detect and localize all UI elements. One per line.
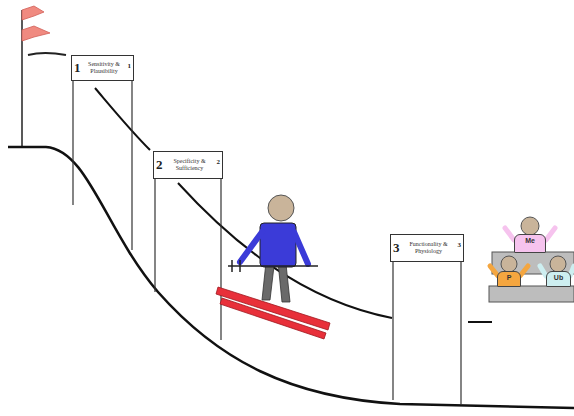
spectator-shirt: Me (514, 234, 546, 253)
gate-number: 2 (156, 157, 163, 173)
gate-number: 1 (128, 62, 132, 70)
hill-outline (8, 147, 574, 408)
flag (22, 26, 50, 41)
sign-pole (131, 80, 132, 250)
gate-number: 1 (74, 60, 81, 76)
skier (216, 195, 330, 339)
spectator-shirt: Ub (546, 271, 571, 287)
slope-track (468, 321, 492, 323)
gate-number: 3 (458, 241, 462, 249)
gate-sign: 1Sensitivity & Plausibility1 (71, 55, 134, 81)
gate-label: Sensitivity & Plausibility (83, 61, 126, 75)
gate-sign: 3Functionality & Physiology3 (390, 234, 464, 262)
gate-number: 2 (217, 158, 221, 166)
gate-label: Functionality & Physiology (402, 241, 456, 255)
slope-edge (28, 53, 66, 55)
sign-pole (392, 262, 393, 400)
sign-pole (154, 178, 155, 292)
sign-pole (72, 80, 73, 205)
spectator-figures (489, 217, 574, 302)
flag (22, 6, 44, 20)
shirt-label: P (507, 274, 512, 281)
sign-pole (220, 178, 221, 340)
sign-pole (460, 260, 461, 404)
slope-track (178, 183, 392, 318)
gate-number: 3 (393, 240, 400, 256)
gate-sign: 2Specificity & Sufficiency2 (153, 151, 223, 179)
gate-label: Specificity & Sufficiency (165, 158, 215, 172)
slope-track (95, 88, 150, 150)
shirt-label: Me (525, 237, 535, 244)
spectator-shirt: P (497, 271, 521, 287)
shirt-label: Ub (554, 274, 563, 281)
